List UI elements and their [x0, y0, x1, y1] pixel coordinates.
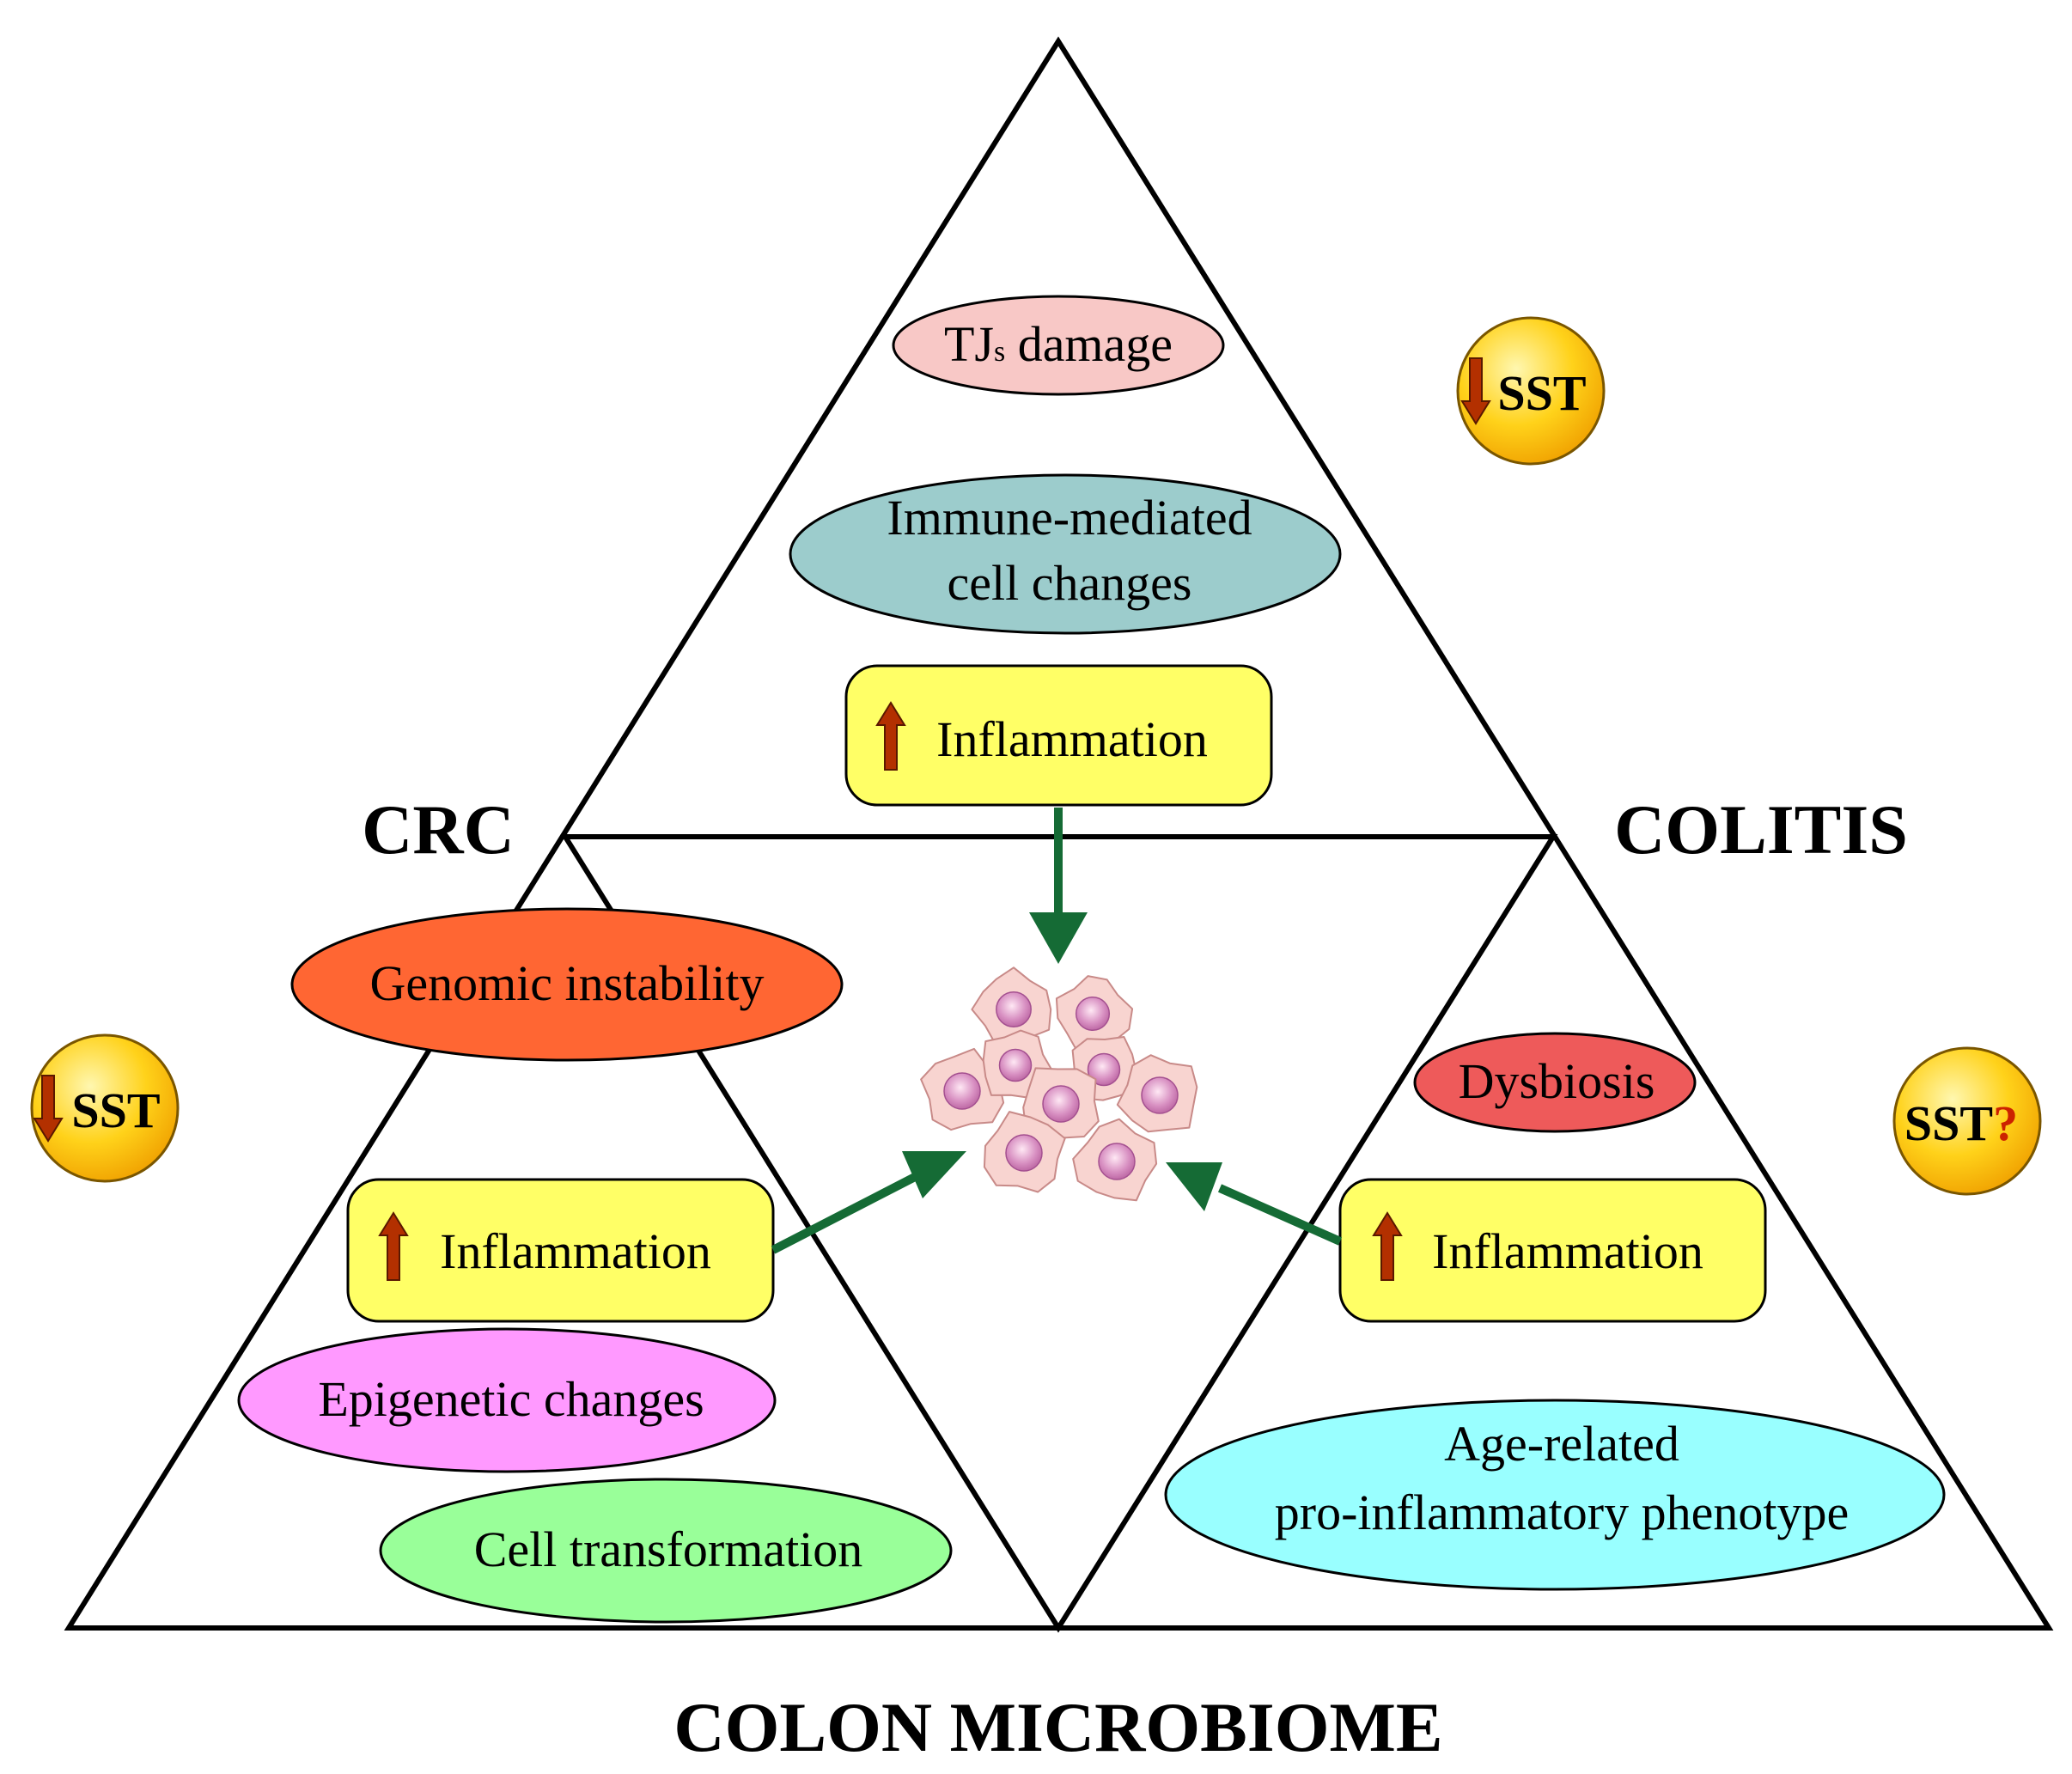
- cell-transformation-text: Cell transformation: [474, 1521, 863, 1577]
- sst-badge-top-right-circle: [1456, 316, 1606, 466]
- tjs-damage-ellipse: [892, 295, 1225, 396]
- sst-badge-top-right: SST: [1456, 316, 1606, 466]
- arrow-left-to-cells: [771, 1151, 966, 1254]
- arrow-right-to-cells: [1166, 1162, 1343, 1246]
- question-mark: ?: [1993, 1095, 2018, 1151]
- sst-badge-right: SST?: [1892, 1046, 2042, 1196]
- age-related-line2: pro-inflammatory phenotype: [1275, 1484, 1849, 1540]
- up-arrow-icon: [378, 1211, 409, 1281]
- sst-badge-left: SST: [30, 1033, 180, 1183]
- up-arrow-icon: [875, 701, 906, 771]
- cell-transformation-node: Cell transformation: [379, 1478, 953, 1624]
- genomic-instability-ellipse: [290, 907, 844, 1062]
- cell-nucleus: [996, 991, 1032, 1027]
- top-inflammation-text: Inflammation: [936, 711, 1208, 767]
- top-inflammation-box: [844, 664, 1273, 807]
- down-arrow-icon: [33, 1075, 64, 1143]
- right-inflammation-text: Inflammation: [1432, 1223, 1703, 1279]
- sst-badge-right-circle: [1892, 1046, 2042, 1196]
- arrow-top-to-cells: [1029, 808, 1088, 964]
- cell-nucleus: [1042, 1085, 1080, 1123]
- cell-nucleus: [943, 1072, 981, 1110]
- immune-mediated-line2: cell changes: [947, 555, 1191, 611]
- sst-badge-right-text: SST?: [1904, 1095, 2018, 1151]
- cell-nucleus: [1141, 1076, 1179, 1114]
- left-inflammation-text: Inflammation: [440, 1223, 711, 1279]
- right-inflammation-box: [1338, 1178, 1767, 1323]
- sst-badge-left-text: SST: [71, 1082, 160, 1138]
- tjs-damage-node: TJs damage: [892, 295, 1225, 396]
- sst-badge-left-circle: [30, 1033, 180, 1183]
- cell-nucleus: [1075, 996, 1111, 1032]
- right-inflammation-node: Inflammation: [1338, 1178, 1767, 1323]
- age-related-line1: Age-related: [1444, 1416, 1679, 1472]
- immune-mediated-line1: Immune-mediated: [887, 490, 1252, 546]
- dysbiosis-node: Dysbiosis: [1413, 1032, 1697, 1133]
- cell-nucleus: [1098, 1143, 1136, 1180]
- up-arrow-icon: [1372, 1211, 1403, 1281]
- colitis-label: COLITIS: [1614, 790, 1908, 869]
- tumor-cells-icon: [920, 966, 1198, 1202]
- top-inflammation-node: Inflammation: [844, 664, 1273, 807]
- epigenetic-changes-node: Epigenetic changes: [237, 1327, 777, 1473]
- colon-microbiome-label: COLON MICROBIOME: [673, 1688, 1442, 1766]
- sst-badge-top-right-text: SST: [1497, 365, 1586, 421]
- age-related-node: Age-related pro-inflammatory phenotype: [1164, 1399, 1946, 1591]
- genomic-instability-node: Genomic instability: [290, 907, 844, 1062]
- down-arrow-icon: [1460, 357, 1491, 425]
- immune-mediated-node: Immune-mediated cell changes: [789, 473, 1342, 635]
- age-related-ellipse: [1164, 1399, 1946, 1591]
- left-inflammation-node: Inflammation: [346, 1178, 775, 1323]
- dysbiosis-text: Dysbiosis: [1459, 1053, 1655, 1109]
- epigenetic-changes-ellipse: [237, 1327, 777, 1473]
- immune-mediated-ellipse: [789, 473, 1342, 635]
- cell-nucleus: [1005, 1134, 1043, 1172]
- cell-nucleus: [1087, 1052, 1121, 1087]
- crc-label: CRC: [362, 790, 515, 869]
- genomic-instability-text: Genomic instability: [369, 955, 764, 1011]
- dysbiosis-ellipse: [1413, 1032, 1697, 1133]
- tjs-damage-text: TJs damage: [944, 316, 1173, 372]
- left-inflammation-box: [346, 1178, 775, 1323]
- cell-transformation-ellipse: [379, 1478, 953, 1624]
- cell-nucleus: [998, 1048, 1033, 1082]
- epigenetic-changes-text: Epigenetic changes: [318, 1371, 704, 1427]
